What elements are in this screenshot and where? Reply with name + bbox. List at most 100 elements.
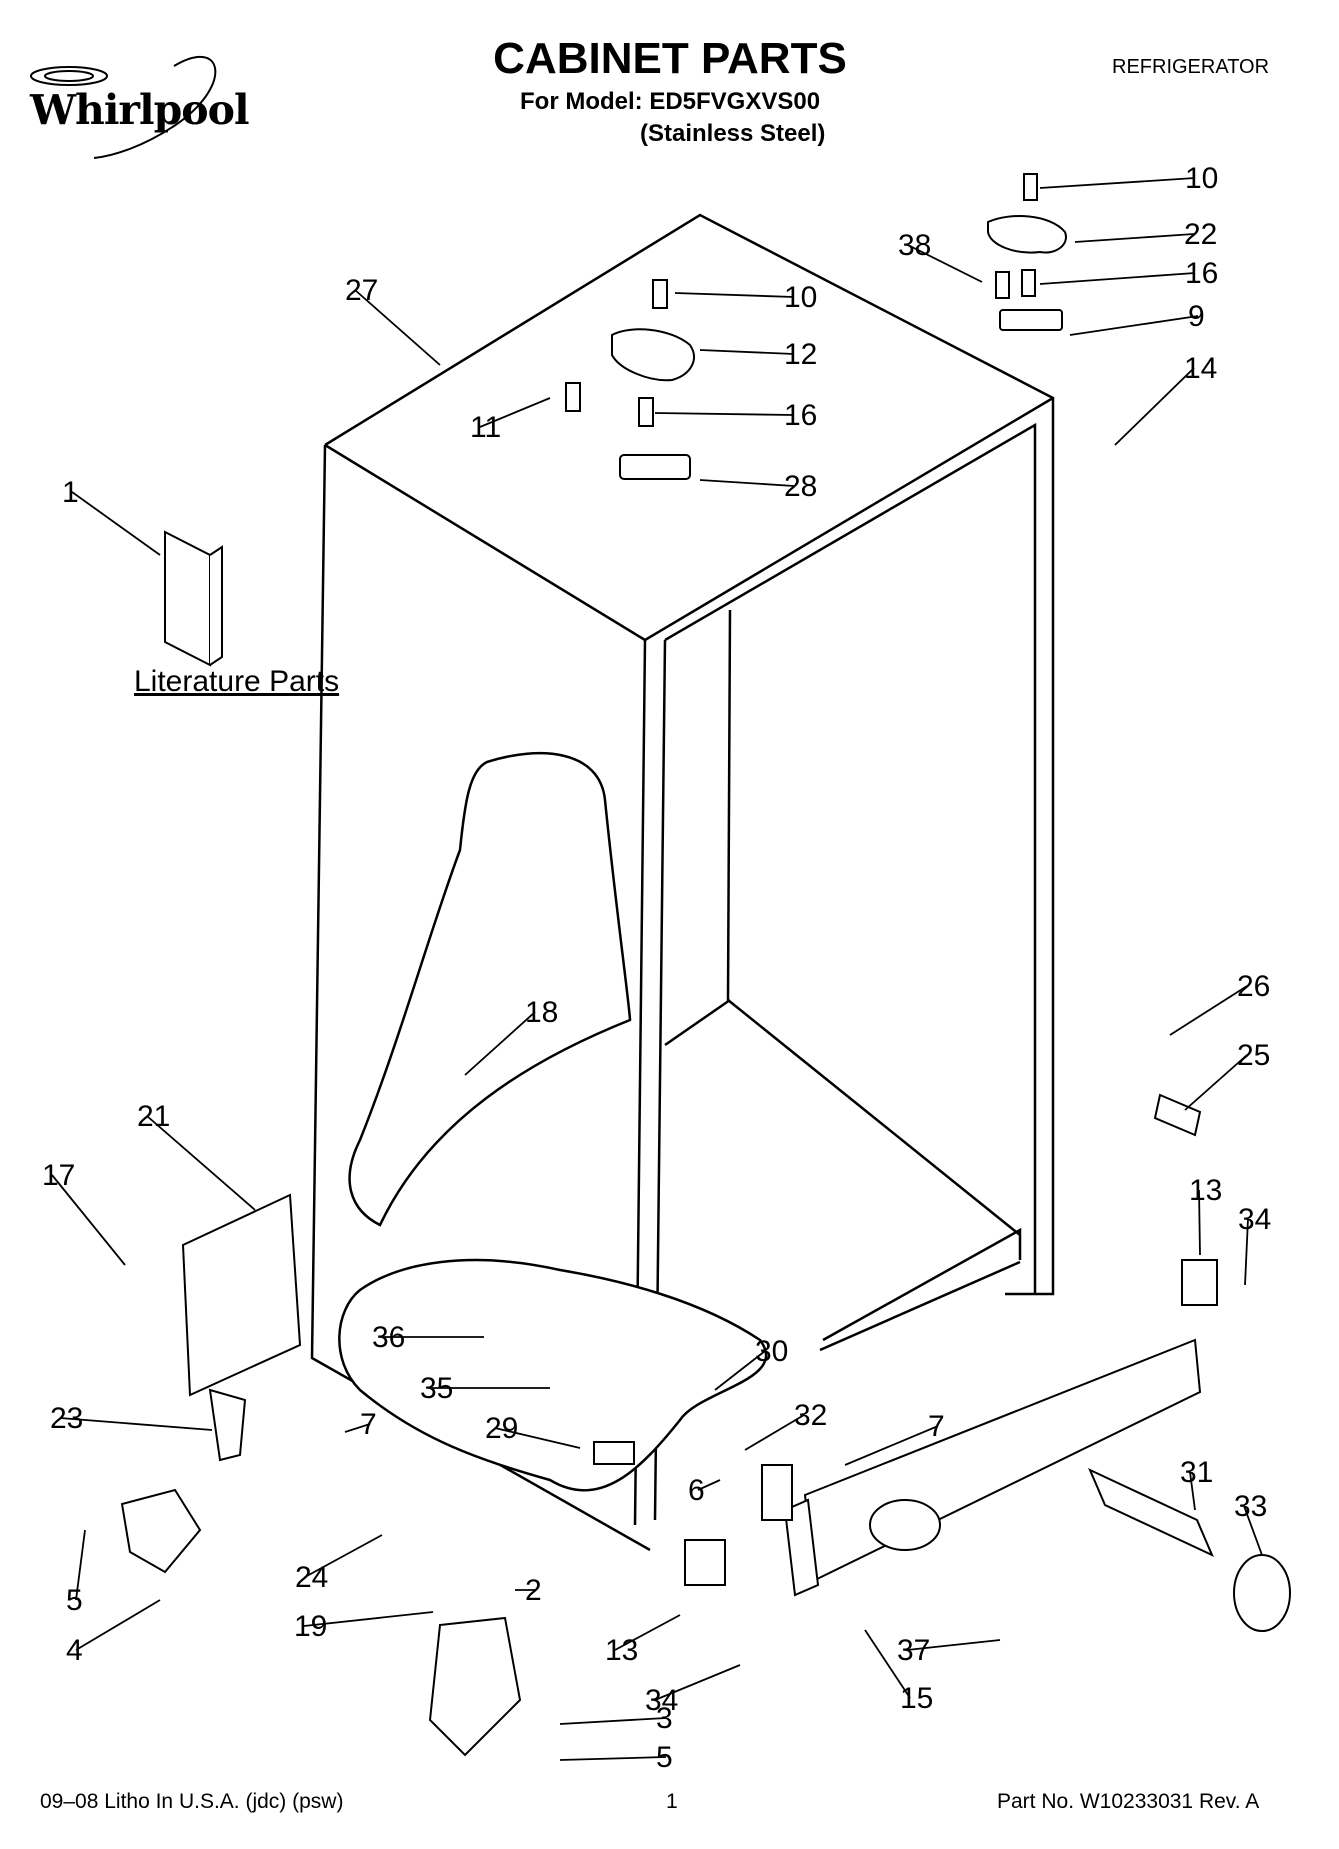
callout-leader-23 — [59, 1417, 213, 1431]
callout-leader-17 — [51, 1174, 126, 1266]
callout-23: 23 — [50, 1402, 83, 1435]
callout-7: 7 — [928, 1410, 945, 1443]
callout-22: 22 — [1184, 218, 1217, 251]
callout-leader-13 — [1198, 1189, 1201, 1256]
callout-10: 10 — [784, 281, 817, 314]
callout-5: 5 — [66, 1584, 83, 1617]
callout-leader-37 — [906, 1639, 1001, 1651]
callout-26: 26 — [1237, 970, 1270, 1003]
callout-16: 16 — [784, 399, 817, 432]
callout-13: 13 — [605, 1634, 638, 1667]
rear-access-panel — [181, 1193, 302, 1397]
callout-leader-30 — [714, 1350, 766, 1391]
callout-leader-31 — [1189, 1471, 1196, 1511]
logo-swoosh-icon — [30, 55, 217, 159]
callout-leader-25 — [1184, 1054, 1248, 1111]
appliance-category: REFRIGERATOR — [1112, 56, 1270, 78]
callout-leader-38 — [907, 244, 983, 283]
callout-leader-3 — [559, 1717, 667, 1725]
callout-16: 16 — [1185, 257, 1218, 290]
callout-leader-9 — [1069, 315, 1199, 336]
literature-parts-label: Literature Parts — [134, 665, 339, 698]
callout-19: 19 — [294, 1610, 327, 1643]
model-number: For Model: ED5FVGXVS00 — [520, 88, 821, 115]
brand-wordmark: Whirlpool — [30, 86, 250, 134]
callout-leader-19 — [303, 1611, 434, 1627]
callout-14: 14 — [1184, 352, 1217, 385]
callout-leader-26 — [1169, 985, 1248, 1036]
callout-33: 33 — [1234, 1490, 1267, 1523]
callout-leader-10 — [674, 292, 795, 298]
callout-11: 11 — [470, 411, 501, 444]
callout-5: 5 — [656, 1741, 673, 1774]
page-title: CABINET PARTS — [493, 34, 847, 83]
callout-leader-16 — [654, 412, 795, 416]
callout-29: 29 — [485, 1412, 518, 1445]
cabinet-cutaway-upper — [348, 751, 632, 1227]
callout-2: 2 — [525, 1574, 542, 1607]
callout-leader-7 — [344, 1423, 371, 1433]
callout-7: 7 — [360, 1408, 377, 1441]
callout-32: 32 — [794, 1399, 827, 1432]
callout-leader-4 — [75, 1599, 161, 1651]
callout-leader-13 — [614, 1614, 681, 1651]
callout-35: 35 — [420, 1372, 453, 1405]
callout-15: 15 — [900, 1682, 933, 1715]
callout-leader-34 — [654, 1664, 741, 1701]
callout-leader-24 — [304, 1534, 383, 1578]
callout-27: 27 — [345, 274, 378, 307]
callout-leader-33 — [1243, 1505, 1263, 1556]
callout-1: 1 — [62, 476, 79, 509]
literature-booklet — [164, 530, 223, 667]
finish-label: (Stainless Steel) — [640, 120, 826, 147]
callout-4: 4 — [66, 1634, 83, 1667]
callout-13: 13 — [1189, 1174, 1222, 1207]
callout-leader-34 — [1244, 1218, 1249, 1286]
callout-leader-5 — [559, 1756, 667, 1761]
callout-31: 31 — [1180, 1456, 1213, 1489]
callout-leader-28 — [699, 479, 795, 487]
callout-34: 34 — [1238, 1203, 1271, 1236]
top-hinge-assembly-left — [565, 279, 695, 480]
callout-leader-22 — [1074, 233, 1195, 243]
page-number: 1 — [666, 1790, 678, 1813]
top-hinge-assembly-right — [987, 173, 1067, 331]
callout-12: 12 — [784, 338, 817, 371]
callout-leader-29 — [494, 1427, 581, 1449]
callout-leader-11 — [479, 397, 551, 428]
callout-leader-16 — [1039, 272, 1196, 285]
callout-9: 9 — [1188, 300, 1205, 333]
callout-34: 34 — [645, 1684, 678, 1717]
callout-leader-32 — [744, 1414, 805, 1451]
callout-leader-10 — [1039, 177, 1196, 189]
callout-38: 38 — [898, 229, 931, 262]
callout-leader-1 — [71, 491, 161, 556]
callout-36: 36 — [372, 1321, 405, 1354]
small-parts — [120, 1093, 1291, 1757]
callout-leader-7 — [844, 1425, 939, 1466]
callout-leader-12 — [699, 349, 795, 355]
callout-21: 21 — [137, 1100, 170, 1133]
callout-leader-5 — [75, 1529, 86, 1601]
callout-18: 18 — [525, 996, 558, 1029]
toe-grille — [783, 1338, 1202, 1597]
callout-25: 25 — [1237, 1039, 1270, 1072]
callout-leader-18 — [464, 1011, 536, 1076]
callout-30: 30 — [755, 1335, 788, 1368]
cabinet-cutaway-lower — [338, 1258, 768, 1492]
whirlpool-logo: Whirlpool — [24, 46, 274, 166]
footer-print-info: 09–08 Litho In U.S.A. (jdc) (psw) — [40, 1790, 344, 1813]
callout-6: 6 — [688, 1474, 705, 1507]
callout-10: 10 — [1185, 162, 1218, 195]
callout-28: 28 — [784, 470, 817, 503]
callout-leader-15 — [864, 1629, 911, 1699]
callout-leader-27 — [354, 289, 441, 366]
callout-leader-14 — [1114, 367, 1195, 446]
callout-37: 37 — [897, 1634, 930, 1667]
part-number: Part No. W10233031 Rev. A — [997, 1790, 1260, 1813]
callout-24: 24 — [295, 1561, 328, 1594]
callout-leader-6 — [697, 1479, 721, 1491]
callout-17: 17 — [42, 1159, 75, 1192]
